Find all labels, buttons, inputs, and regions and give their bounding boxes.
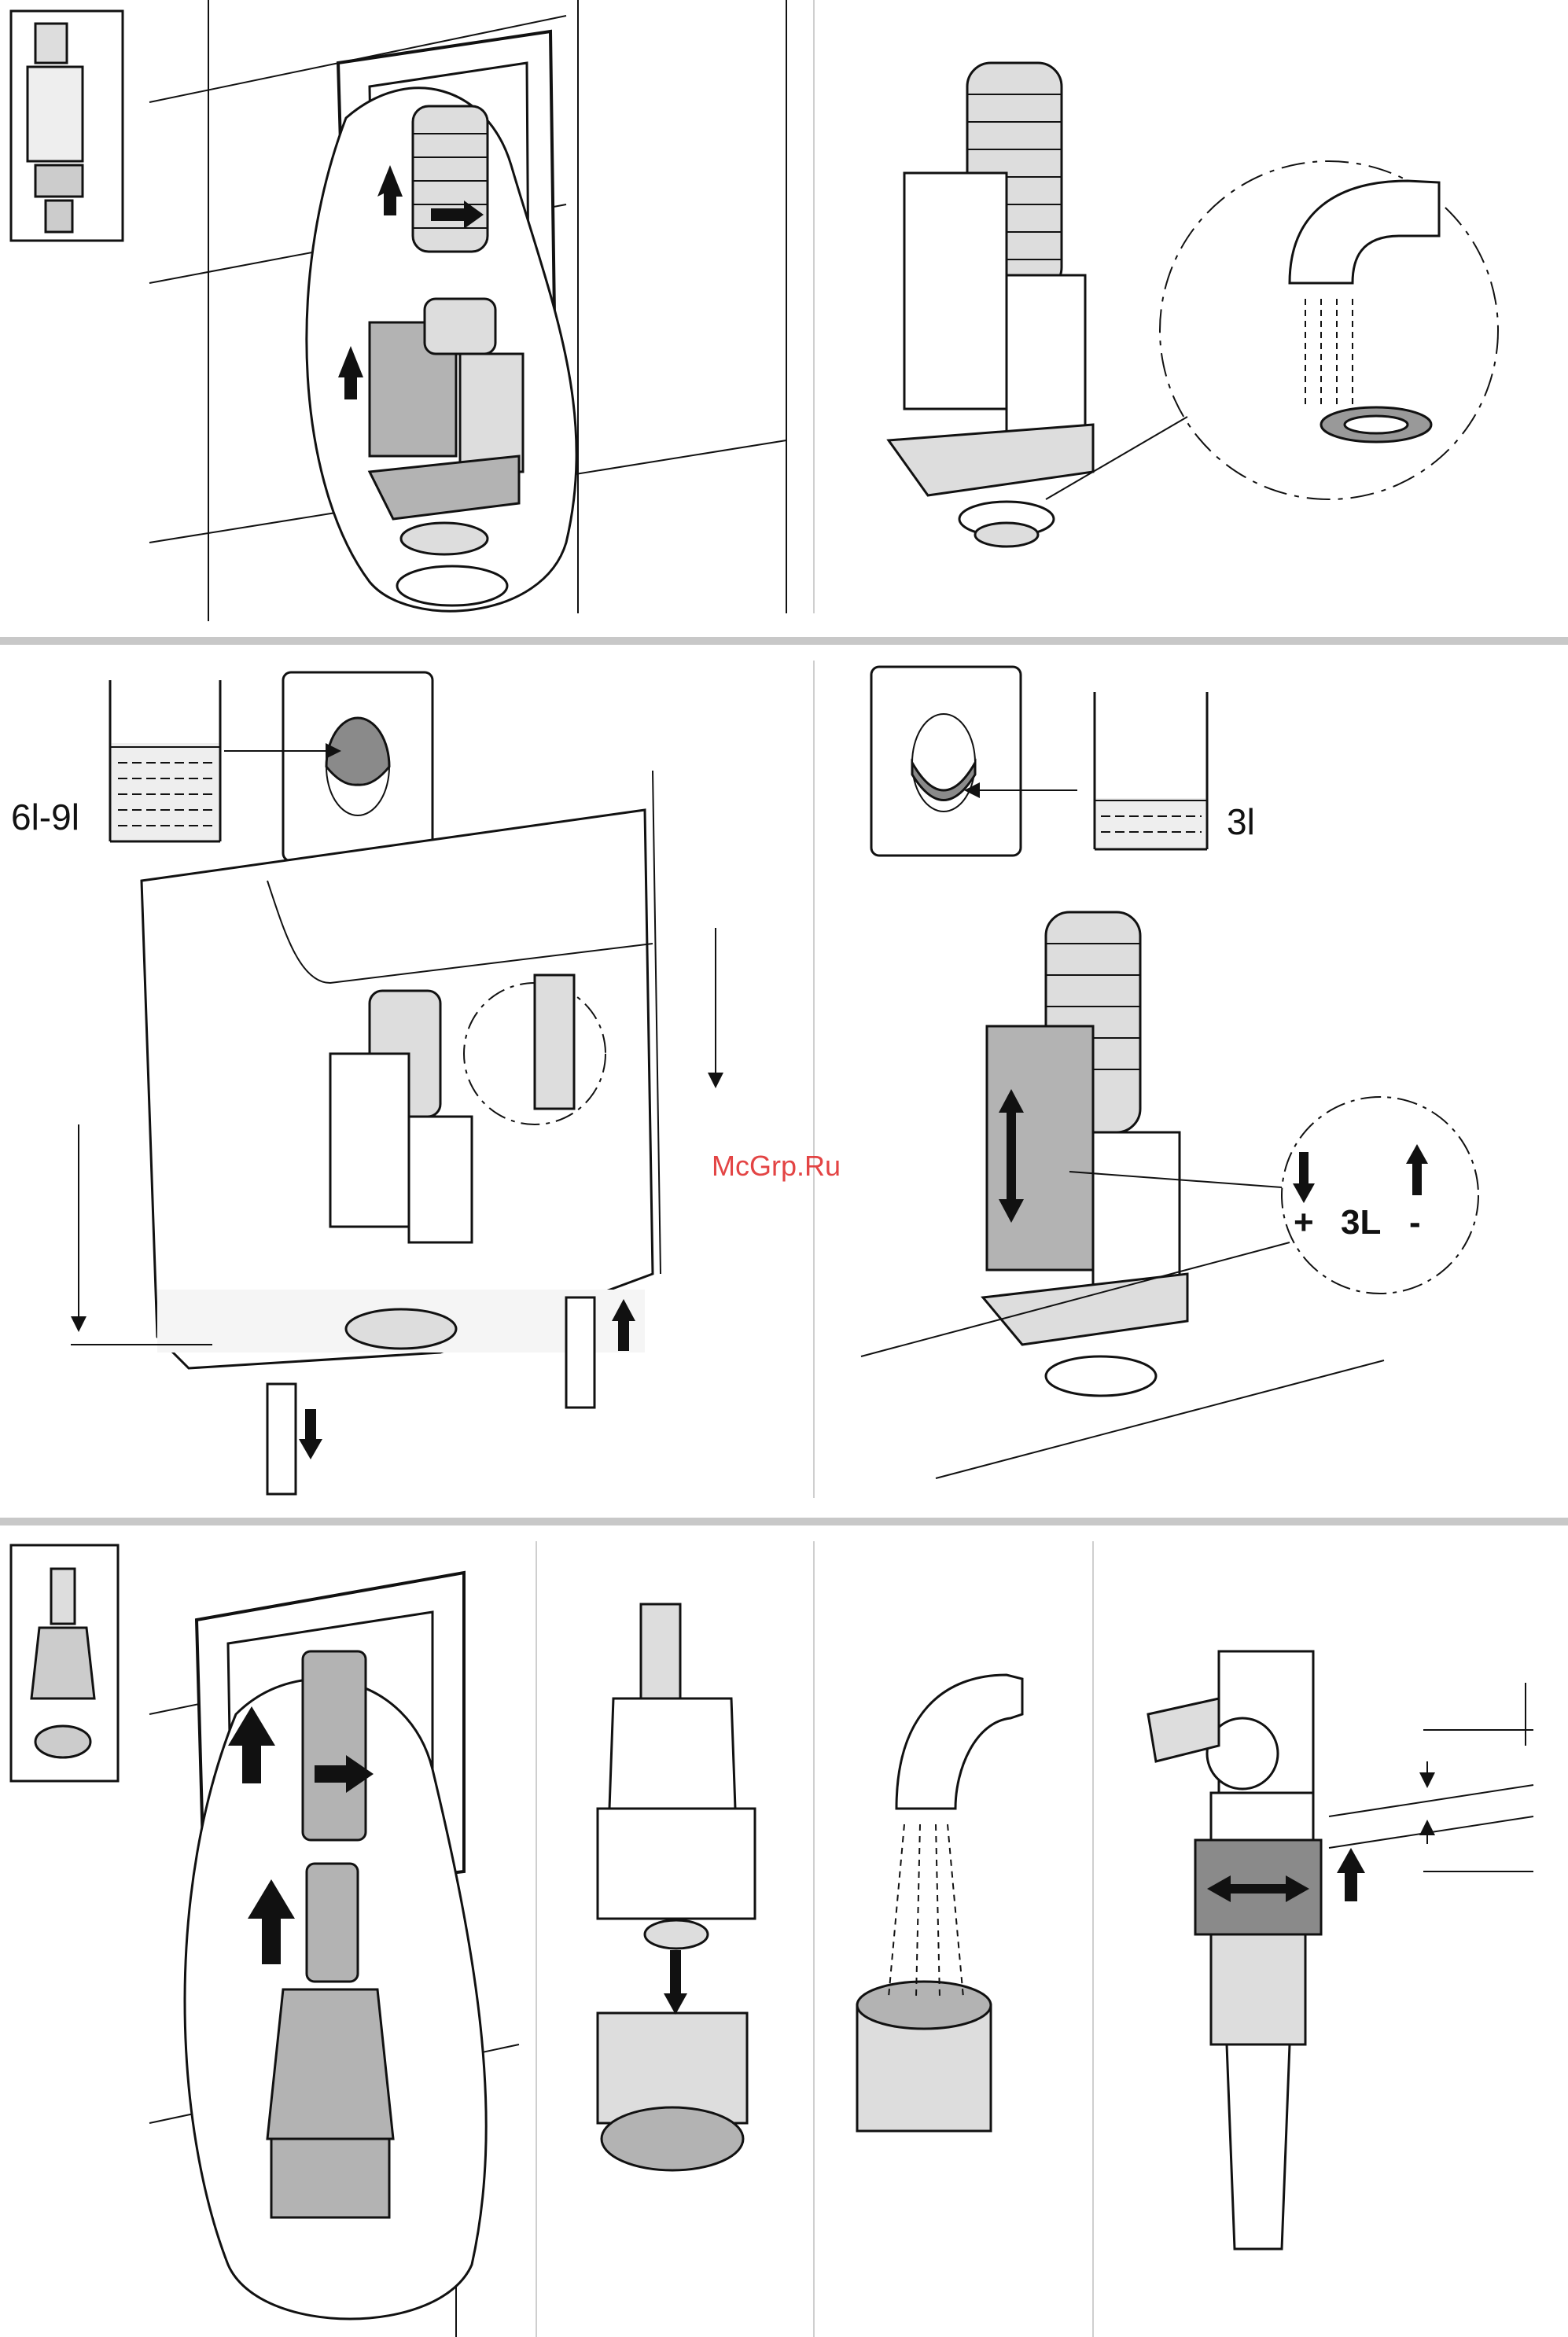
partial-flush-volume-label: 3l bbox=[1227, 800, 1255, 843]
panel-full-flush bbox=[71, 672, 716, 1494]
arrow-down-icon bbox=[1293, 1152, 1315, 1203]
panel-fill-valve bbox=[1148, 1651, 1533, 2249]
adjust-minus-label: - bbox=[1409, 1203, 1421, 1242]
water-drop-icon bbox=[1305, 299, 1353, 409]
panel-clean-seal bbox=[889, 63, 1498, 547]
arrow-up-icon bbox=[1406, 1144, 1428, 1195]
watermark: McGrp.Ru bbox=[712, 1150, 841, 1183]
arrow-up-icon bbox=[1337, 1848, 1365, 1901]
panel-remove-valve bbox=[11, 0, 786, 621]
full-flush-volume-label: 6l-9l bbox=[11, 796, 79, 838]
panel-separate-filter bbox=[598, 1604, 755, 2170]
adjust-plus-label: + bbox=[1294, 1203, 1314, 1242]
panel-partial-flush bbox=[861, 667, 1478, 1478]
water-drop-icon bbox=[889, 1824, 963, 1997]
adjust-value-label: 3L bbox=[1341, 1203, 1381, 1242]
arrow-down-icon bbox=[299, 1409, 322, 1459]
panel-rinse-filter bbox=[857, 1675, 1022, 2131]
arrow-down-icon bbox=[664, 1950, 687, 2015]
